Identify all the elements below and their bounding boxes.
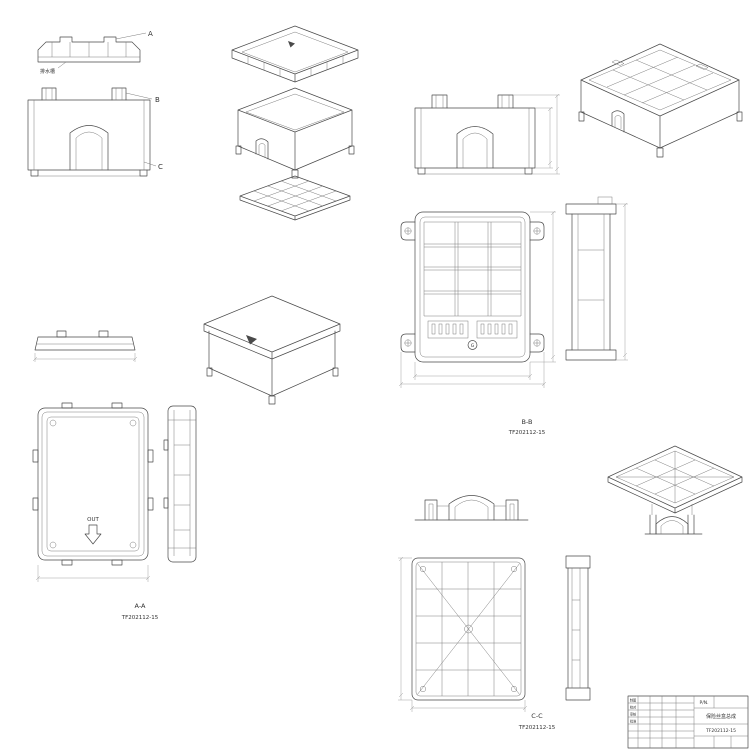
title-sign-row-3: 批准 [630,719,637,724]
view-base-front-dimensioned [414,93,560,175]
out-label: OUT [87,517,99,523]
title-part-number: TF202112-15 [705,728,736,734]
callout-b: B [155,96,160,104]
view-side-section [565,196,628,361]
mounting-ears [400,221,545,353]
view-cover-side [32,330,138,362]
tray-arch-bracket [644,504,703,535]
section-aa-part: TF202112-15 [121,615,159,621]
view-top-section-aa: OUT A-A TF202112-15 [32,402,159,621]
view-top-section-bb: G B-B TF202112-15 [398,210,556,436]
exploded-lid [231,25,359,83]
view-tray-iso [607,445,743,535]
lid-arrow-icon [246,335,257,345]
title-pn-label: P/N. [699,700,708,706]
view-closed-box-iso [203,295,341,405]
callout-c: C [158,163,163,171]
view-side-strip-cc [565,555,591,701]
title-sign-row-2: 审核 [630,712,637,717]
title-sign-row-0: 制图 [630,698,636,703]
title-block: P/N. 保险丝盒总成 TF202112-15 制图 校对 审核 批准 [627,695,749,749]
ground-label: G [471,343,475,349]
exploded-tray [239,175,351,221]
out-arrow-icon [84,524,102,545]
section-bb-part: TF202112-15 [508,430,546,436]
title-part-name: 保险丝盒总成 [706,713,736,720]
ground-boss [467,340,478,350]
view-grid-section-cc: C-C TF202112-15 [398,556,556,731]
section-cc-name: C-C [531,712,543,720]
section-bb-name: B-B [521,418,532,426]
section-cc-part: TF202112-15 [518,725,556,731]
view-open-box-iso [578,43,743,158]
fuse-slot-group-left [427,320,469,339]
exploded-body [235,87,355,179]
drain-note: 排水槽 [40,68,55,75]
fuse-slot-group-right [476,320,518,339]
view-exploded-iso [231,25,359,221]
view-cover-front: A 排水槽 [37,30,153,75]
section-aa-name: A-A [135,602,147,610]
view-bracket-front [414,495,529,521]
callout-a: A [148,30,153,38]
view-side-profile-aa [163,405,197,563]
title-sign-row-1: 校对 [630,705,637,710]
view-base-front: B C [27,87,163,177]
screw-arrow-icon [288,41,295,48]
